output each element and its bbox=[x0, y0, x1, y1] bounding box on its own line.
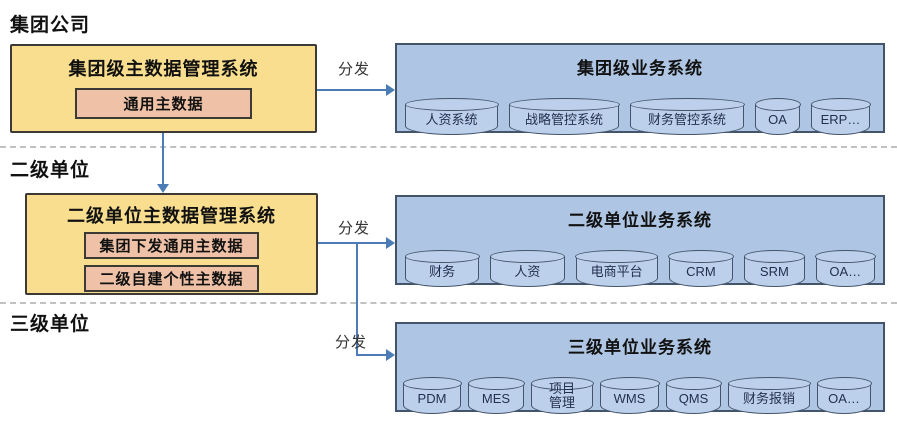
arrow-right-icon bbox=[386, 84, 395, 96]
db-cylinder: WMS bbox=[599, 377, 660, 414]
master-data-pill: 集团下发通用主数据 bbox=[84, 232, 259, 259]
system-row: PDM MES 项目管理 WMS QMS 财务报销 bbox=[397, 371, 883, 414]
db-label: OA… bbox=[829, 263, 862, 279]
arrow-down-icon bbox=[157, 184, 169, 193]
db-cylinder: PDM bbox=[402, 377, 462, 414]
db-cylinder: OA… bbox=[816, 377, 872, 414]
mdm-box-level2: 二级单位主数据管理系统 集团下发通用主数据 二级自建个性主数据 bbox=[25, 193, 318, 295]
downflow-arrow-line bbox=[162, 133, 164, 185]
panel-title: 二级单位业务系统 bbox=[568, 211, 712, 230]
db-label: 财务 bbox=[429, 263, 456, 279]
arrow-right-icon bbox=[386, 349, 395, 361]
distribute-arrow-line bbox=[356, 354, 388, 356]
db-cylinder: CRM bbox=[668, 250, 734, 287]
tier-label-group: 集团公司 bbox=[10, 15, 91, 36]
tier-divider-line bbox=[0, 146, 897, 148]
business-panel-level2: 二级单位业务系统 财务 人资 电商平台 CRM SRM bbox=[395, 195, 885, 287]
db-label: 财务报销 bbox=[742, 390, 795, 406]
db-cylinder: 项目管理 bbox=[530, 377, 594, 414]
db-label: WMS bbox=[613, 390, 646, 406]
distribute-label: 分发 bbox=[338, 61, 371, 78]
cylinder-top-ellipse bbox=[508, 98, 620, 111]
distribute-arrow-line bbox=[317, 89, 387, 91]
system-row: 人资系统 战略管控系统 财务管控系统 OA ERP… bbox=[397, 92, 883, 135]
cylinder-top-ellipse bbox=[665, 377, 722, 390]
cylinder-top-ellipse bbox=[815, 250, 876, 263]
tier-label-level2: 二级单位 bbox=[10, 160, 91, 181]
cylinder-top-ellipse bbox=[404, 250, 480, 263]
db-cylinder: OA bbox=[754, 98, 801, 135]
db-label: 财务管控系统 bbox=[647, 111, 726, 127]
cylinder-top-ellipse bbox=[668, 250, 734, 263]
cylinder-top-ellipse bbox=[575, 250, 659, 263]
cylinder-top-ellipse bbox=[530, 377, 594, 390]
business-panel-group: 集团级业务系统 人资系统 战略管控系统 财务管控系统 OA ERP… bbox=[395, 43, 885, 135]
db-cylinder: OA… bbox=[815, 250, 876, 287]
cylinder-top-ellipse bbox=[402, 377, 462, 390]
db-label: 项目管理 bbox=[548, 381, 575, 410]
master-data-pill: 通用主数据 bbox=[75, 88, 252, 119]
business-panel-level3: 三级单位业务系统 PDM MES 项目管理 WMS QMS bbox=[395, 322, 885, 414]
db-label: OA… bbox=[828, 390, 860, 406]
mdm-box-group: 集团级主数据管理系统 通用主数据 bbox=[10, 44, 317, 133]
tier-label-level3: 三级单位 bbox=[10, 314, 91, 335]
cylinder-top-ellipse bbox=[404, 98, 499, 111]
cylinder-top-ellipse bbox=[754, 98, 801, 111]
arrow-right-icon bbox=[386, 237, 395, 249]
distribute-arrow-line bbox=[318, 242, 388, 244]
cylinder-top-ellipse bbox=[810, 98, 871, 111]
cylinder-top-ellipse bbox=[743, 250, 806, 263]
db-cylinder: ERP… bbox=[810, 98, 871, 135]
db-cylinder: QMS bbox=[665, 377, 722, 414]
mdm-title: 二级单位主数据管理系统 bbox=[67, 206, 276, 226]
db-cylinder: 财务 bbox=[404, 250, 480, 287]
distribute-label: 分发 bbox=[338, 220, 371, 237]
distribute-label: 分发 bbox=[335, 334, 368, 351]
branch-arrow-line bbox=[356, 242, 358, 356]
master-data-pill: 二级自建个性主数据 bbox=[84, 265, 259, 292]
db-label: 电商平台 bbox=[590, 263, 643, 279]
cylinder-top-ellipse bbox=[467, 377, 525, 390]
db-label: SRM bbox=[759, 263, 789, 279]
db-cylinder: 人资 bbox=[489, 250, 566, 287]
db-label: 人资系统 bbox=[425, 111, 478, 127]
db-label: MES bbox=[481, 390, 511, 406]
cylinder-top-ellipse bbox=[599, 377, 660, 390]
db-label: CRM bbox=[686, 263, 716, 279]
db-cylinder: MES bbox=[467, 377, 525, 414]
cylinder-top-ellipse bbox=[727, 377, 811, 390]
db-cylinder: 战略管控系统 bbox=[508, 98, 620, 135]
tier-divider-line bbox=[0, 302, 897, 304]
db-label: PDM bbox=[417, 390, 447, 406]
panel-title: 集团级业务系统 bbox=[577, 59, 703, 78]
db-label: 战略管控系统 bbox=[524, 111, 603, 127]
cylinder-top-ellipse bbox=[816, 377, 872, 390]
panel-title: 三级单位业务系统 bbox=[568, 338, 712, 357]
db-cylinder: 电商平台 bbox=[575, 250, 659, 287]
db-cylinder: 人资系统 bbox=[404, 98, 499, 135]
db-cylinder: SRM bbox=[743, 250, 806, 287]
db-label: OA bbox=[768, 111, 787, 127]
db-label: 人资 bbox=[514, 263, 541, 279]
db-cylinder: 财务管控系统 bbox=[629, 98, 745, 135]
cylinder-top-ellipse bbox=[489, 250, 566, 263]
mdm-title: 集团级主数据管理系统 bbox=[68, 59, 259, 79]
db-label: QMS bbox=[678, 390, 709, 406]
db-cylinder: 财务报销 bbox=[727, 377, 811, 414]
cylinder-top-ellipse bbox=[629, 98, 745, 111]
db-label: ERP… bbox=[820, 111, 861, 127]
system-row: 财务 人资 电商平台 CRM SRM OA… bbox=[397, 244, 883, 287]
